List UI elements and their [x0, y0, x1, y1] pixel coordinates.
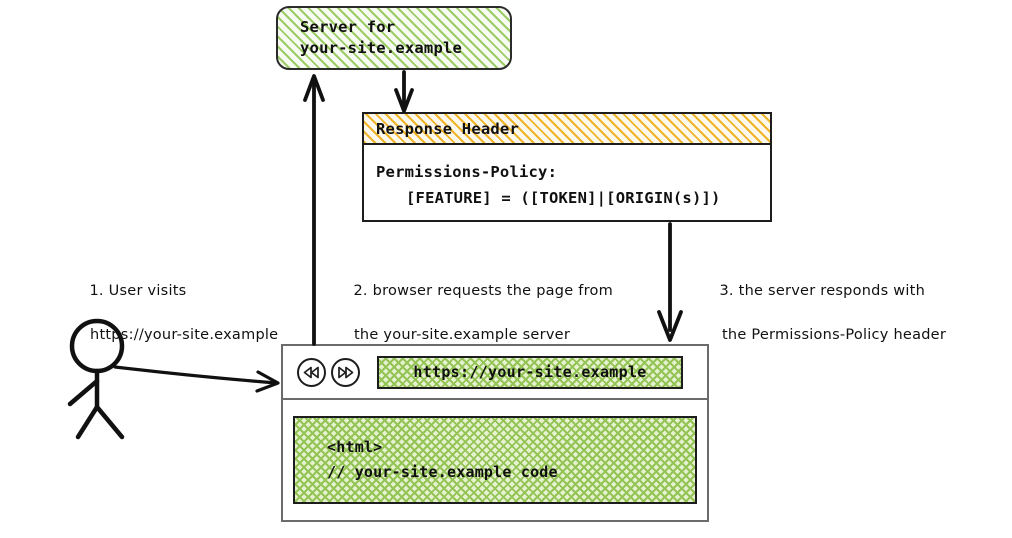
step-2-line1: 2. browser requests the page from [353, 283, 614, 299]
arrow-browser-to-server [303, 74, 325, 346]
step-3-line1: 3. the server responds with [719, 283, 926, 299]
code-line-2: // your-site.example code [327, 463, 558, 481]
figure-left-leg [75, 404, 100, 440]
step-1-line1: 1. User visits [89, 283, 187, 299]
step-1-line2: https://your-site.example [90, 327, 279, 343]
step-1-label: 1. User visits https://your-site.example [70, 258, 278, 390]
response-header-card: Response Header Permissions-Policy: [FEA… [362, 112, 772, 222]
page-content-box: <html> // your-site.example code [293, 416, 697, 504]
arrow-server-to-response-header [394, 70, 414, 113]
server-label-line1: Server for [300, 18, 396, 36]
step-3-label: 3. the server responds with the Permissi… [700, 258, 946, 390]
response-header-body: Permissions-Policy: [FEATURE] = ([TOKEN]… [364, 145, 770, 211]
permissions-policy-key: Permissions-Policy: [376, 163, 558, 181]
permissions-policy-value: [FEATURE] = ([TOKEN]|[ORIGIN(s)]) [406, 189, 721, 207]
step-2-line2: the your-site.example server [354, 327, 571, 343]
arrow-response-header-to-browser [657, 222, 683, 342]
url-text: https://your-site.example [413, 363, 647, 381]
browser-window: https://your-site.example <html> // your… [281, 344, 709, 522]
step-3-line2: the Permissions-Policy header [722, 327, 947, 343]
response-header-title: Response Header [376, 119, 519, 138]
server-label-line2: your-site.example [300, 39, 463, 57]
browser-viewport: <html> // your-site.example code [283, 400, 707, 520]
url-bar[interactable]: https://your-site.example [377, 355, 683, 389]
response-header-title-bar: Response Header [364, 114, 770, 145]
step-2-label: 2. browser requests the page from the yo… [334, 258, 613, 390]
code-line-1: <html> [327, 438, 383, 456]
browser-toolbar: https://your-site.example [283, 346, 707, 400]
fast-forward-icon[interactable] [331, 357, 360, 387]
rewind-icon[interactable] [297, 357, 326, 387]
server-box: Server for your-site.example [276, 6, 512, 70]
figure-right-leg [94, 404, 125, 440]
